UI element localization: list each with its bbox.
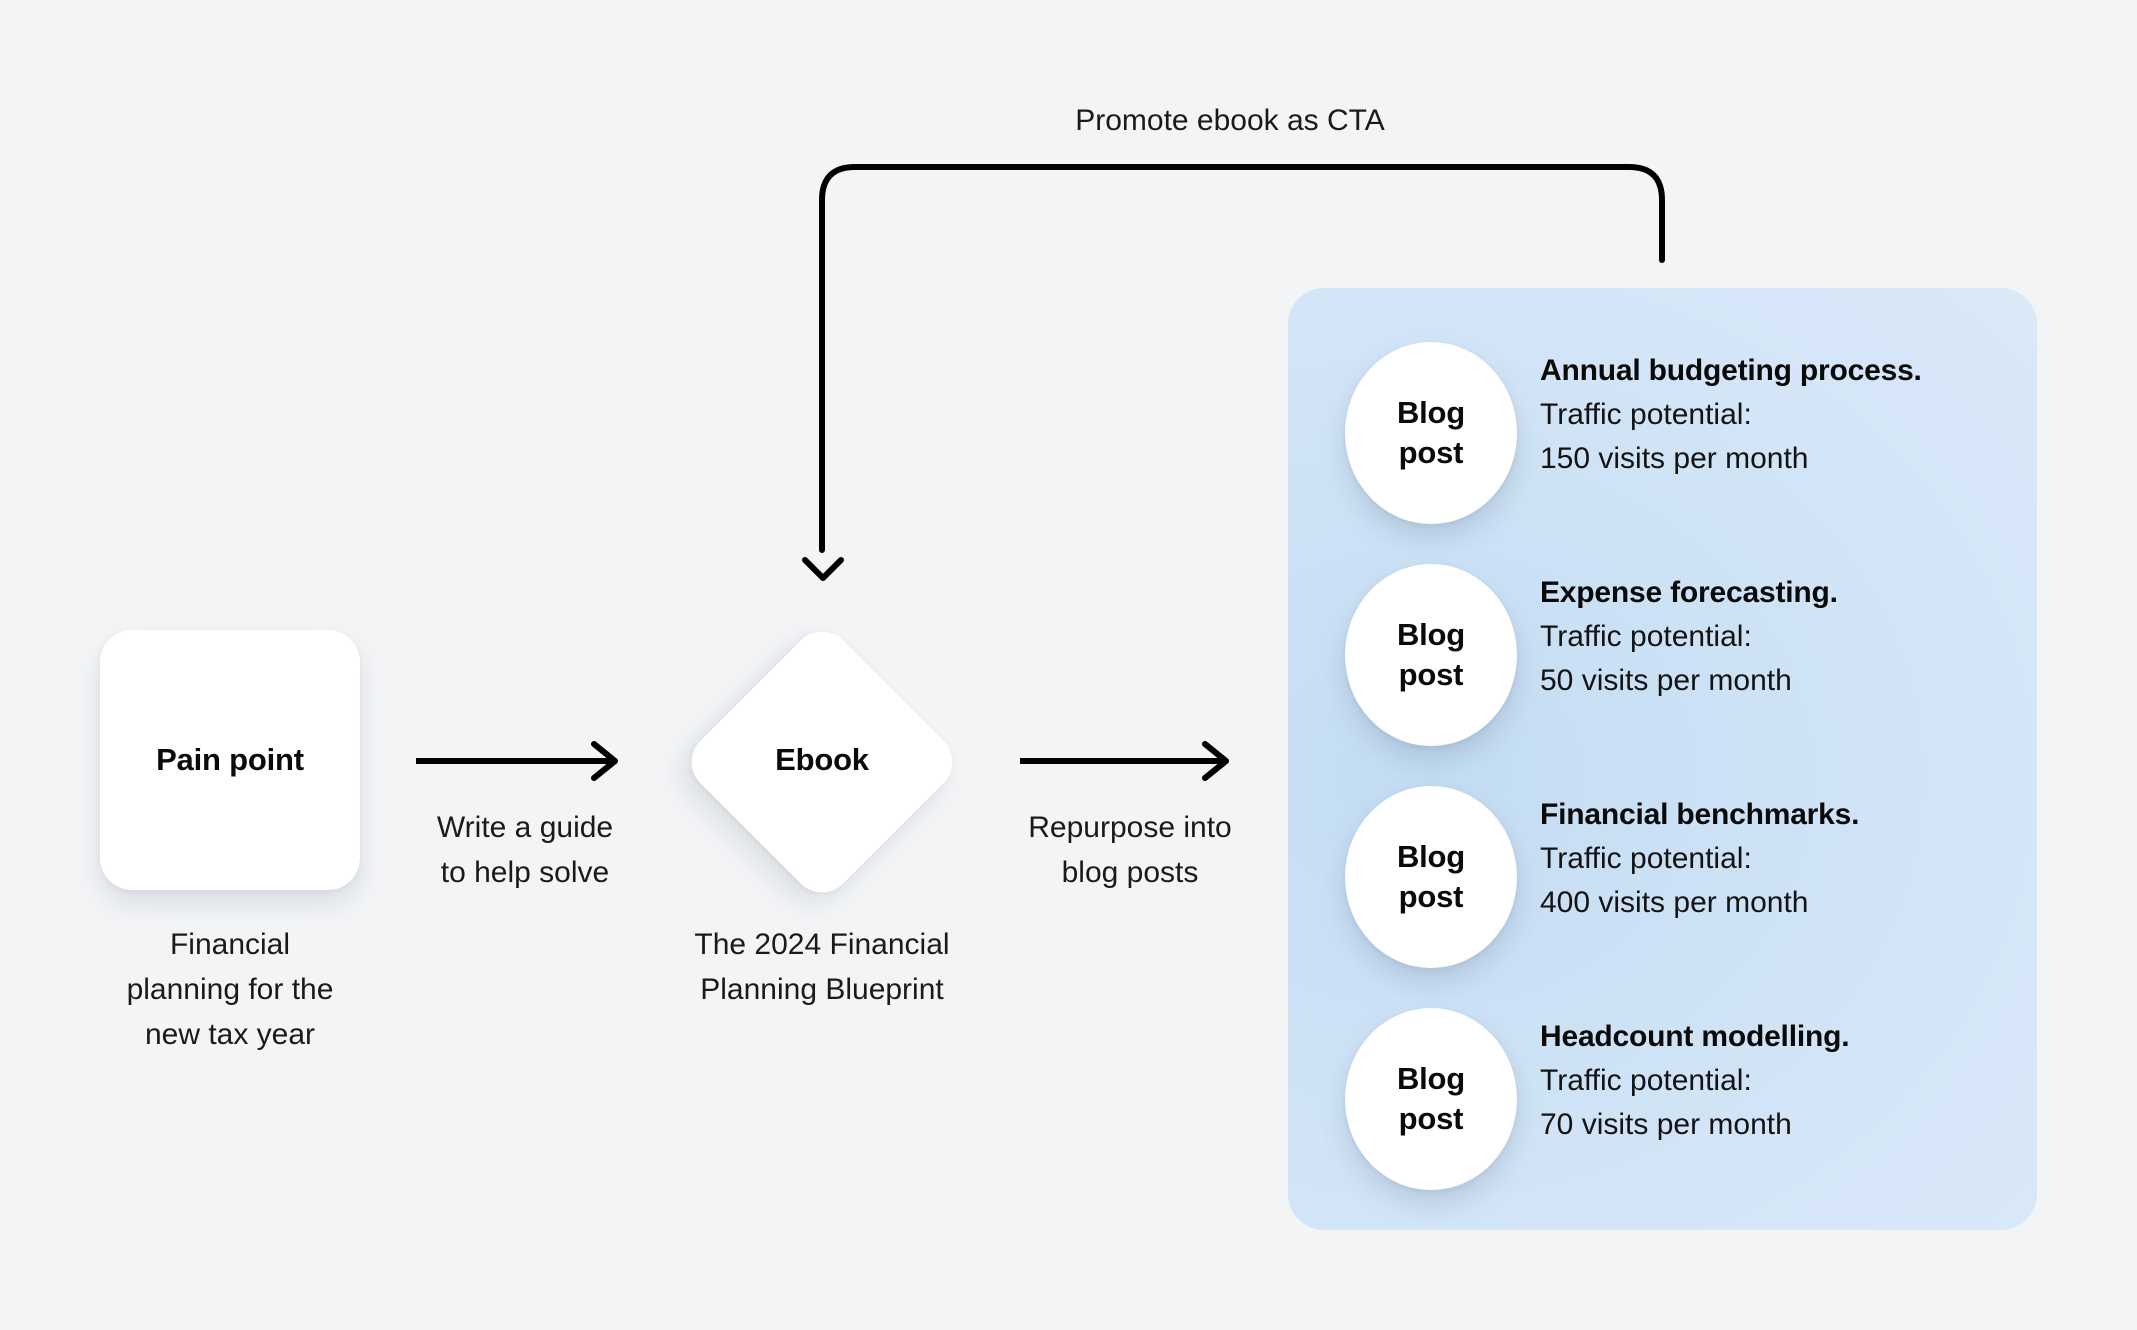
blog-post-traffic-value: 70 visits per month xyxy=(1540,1108,1792,1141)
blog-post-row[interactable]: Blog post Annual budgeting process. Traf… xyxy=(1288,321,2037,543)
blog-post-traffic-value: 50 visits per month xyxy=(1540,664,1792,697)
write-guide-label-line-1: Write a guide xyxy=(436,811,614,844)
blog-post-traffic-value: 400 visits per month xyxy=(1540,886,1809,919)
blog-post-details: Annual budgeting process. Traffic potent… xyxy=(1540,349,2010,481)
blog-bubble-line-1: Blog xyxy=(1396,839,1466,874)
blog-post-traffic-label: Traffic potential: xyxy=(1540,1064,1752,1097)
ebook-caption: The 2024 Financial Planning Blueprint xyxy=(622,922,1022,1012)
arrow-right-icon xyxy=(1020,741,1229,781)
pain-point-label: Pain point xyxy=(156,742,304,777)
blog-post-bubble[interactable]: Blog post xyxy=(1345,1008,1517,1190)
blog-post-traffic-value: 150 visits per month xyxy=(1540,442,1809,475)
write-guide-label-line-2: to help solve xyxy=(440,856,610,889)
repurpose-edge-label: Repurpose into blog posts xyxy=(965,805,1295,895)
ebook-caption-line-2: Planning Blueprint xyxy=(700,973,944,1006)
blog-post-row[interactable]: Blog post Headcount modelling. Traffic p… xyxy=(1288,987,2037,1209)
repurpose-label-line-2: blog posts xyxy=(1061,856,1199,889)
blog-bubble-line-1: Blog xyxy=(1396,395,1466,430)
blog-post-traffic-label: Traffic potential: xyxy=(1540,398,1752,431)
ebook-caption-line-1: The 2024 Financial xyxy=(694,928,950,961)
blog-bubble-line-1: Blog xyxy=(1396,1061,1466,1096)
arrow-right-icon xyxy=(416,741,618,781)
blog-posts-panel: Blog post Annual budgeting process. Traf… xyxy=(1288,288,2037,1230)
write-guide-edge-label: Write a guide to help solve xyxy=(360,805,690,895)
pain-point-node[interactable]: Pain point xyxy=(100,630,360,890)
blog-bubble-line-2: post xyxy=(1398,1101,1464,1136)
blog-post-row[interactable]: Blog post Financial benchmarks. Traffic … xyxy=(1288,765,2037,987)
pain-point-caption: Financial planning for the new tax year xyxy=(60,922,400,1057)
blog-post-details: Headcount modelling. Traffic potential: … xyxy=(1540,1015,2010,1147)
blog-bubble-line-2: post xyxy=(1398,435,1464,470)
blog-post-traffic-label: Traffic potential: xyxy=(1540,842,1752,875)
blog-post-traffic-label: Traffic potential: xyxy=(1540,620,1752,653)
ebook-label: Ebook xyxy=(775,742,869,777)
blog-post-bubble[interactable]: Blog post xyxy=(1345,342,1517,524)
blog-bubble-line-2: post xyxy=(1398,657,1464,692)
blog-post-title: Expense forecasting. xyxy=(1540,576,1838,609)
pain-point-caption-line-2: planning for the xyxy=(126,973,334,1006)
curved-arrow-down-icon xyxy=(802,164,1665,581)
promote-cta-edge-label: Promote ebook as CTA xyxy=(1075,104,1385,137)
pain-point-caption-line-1: Financial xyxy=(169,928,291,961)
blog-post-bubble[interactable]: Blog post xyxy=(1345,564,1517,746)
blog-post-title: Annual budgeting process. xyxy=(1540,354,1922,387)
blog-post-details: Financial benchmarks. Traffic potential:… xyxy=(1540,793,2010,925)
blog-post-row[interactable]: Blog post Expense forecasting. Traffic p… xyxy=(1288,543,2037,765)
blog-bubble-line-2: post xyxy=(1398,879,1464,914)
repurpose-label-line-1: Repurpose into xyxy=(1028,811,1232,844)
blog-bubble-line-1: Blog xyxy=(1396,617,1466,652)
blog-post-details: Expense forecasting. Traffic potential: … xyxy=(1540,571,2010,703)
blog-post-title: Financial benchmarks. xyxy=(1540,798,1860,831)
blog-post-title: Headcount modelling. xyxy=(1540,1020,1850,1053)
pain-point-caption-line-3: new tax year xyxy=(144,1018,316,1051)
blog-post-bubble[interactable]: Blog post xyxy=(1345,786,1517,968)
